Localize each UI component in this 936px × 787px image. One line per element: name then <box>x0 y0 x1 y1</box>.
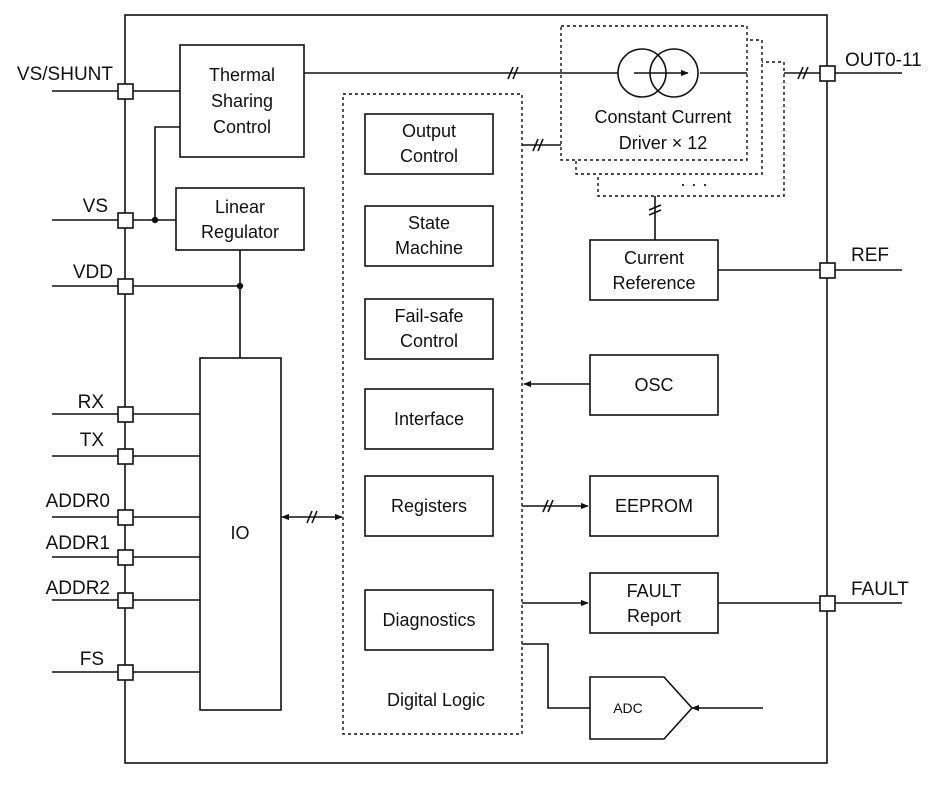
thermal-label-line3: Control <box>213 117 271 137</box>
thermal-label-line1: Thermal <box>209 65 275 85</box>
output-control-block: Output Control <box>364 113 494 175</box>
driver-more-ellipsis: · · · <box>680 174 708 194</box>
pin-label-addr0: ADDR0 <box>46 491 110 512</box>
current-reference-label-line2: Reference <box>612 273 695 293</box>
pad-tx <box>117 448 134 465</box>
fault-report-label-line2: Report <box>627 606 681 626</box>
linear-regulator-label-line2: Regulator <box>201 222 279 242</box>
adc-block: ADC <box>589 676 694 740</box>
fault-report-block: FAULT Report <box>589 572 719 634</box>
registers-label: Registers <box>391 496 467 516</box>
wires <box>52 66 902 712</box>
pin-label-vs-shunt: VS/SHUNT <box>17 64 113 85</box>
pin-label-fault: FAULT <box>851 579 909 600</box>
failsafe-label-line1: Fail-safe <box>394 306 463 326</box>
digital-logic-label: Digital Logic <box>387 690 485 710</box>
pad-ref <box>819 262 836 279</box>
linear-regulator-label-line1: Linear <box>215 197 265 217</box>
pad-vs <box>117 212 134 229</box>
pad-addr2 <box>117 592 134 609</box>
pad-vdd <box>117 278 134 295</box>
pin-label-tx: TX <box>80 430 105 451</box>
pin-label-vdd: VDD <box>73 262 113 283</box>
state-machine-label-line2: Machine <box>395 238 463 258</box>
osc-block: OSC <box>589 354 719 416</box>
junction-dot <box>151 216 159 224</box>
pin-label-ref: REF <box>851 245 889 266</box>
pin-labels: VS/SHUNT VS VDD RX TX ADDR0 ADDR1 ADDR2 … <box>17 50 922 670</box>
pin-label-vs: VS <box>83 196 108 217</box>
output-control-label-line2: Control <box>400 146 458 166</box>
output-control-label-line1: Output <box>402 121 456 141</box>
io-label: IO <box>230 523 249 543</box>
io-block: IO <box>199 357 282 711</box>
current-source-icon <box>617 48 699 98</box>
thermal-sharing-control-block: Thermal Sharing Control <box>179 44 305 158</box>
driver-label-line2: Driver × 12 <box>619 133 708 153</box>
constant-current-driver: Constant Current Driver × 12 · · · <box>560 25 785 197</box>
pad-addr1 <box>117 549 134 566</box>
pad-fault <box>819 595 836 612</box>
failsafe-control-block: Fail-safe Control <box>364 298 494 360</box>
failsafe-label-line2: Control <box>400 331 458 351</box>
current-reference-label-line1: Current <box>624 248 684 268</box>
junction-dot <box>236 282 244 290</box>
driver-label-line1: Constant Current <box>594 107 731 127</box>
pin-label-rx: RX <box>78 392 105 413</box>
pad-fs <box>117 664 134 681</box>
pin-label-addr2: ADDR2 <box>46 578 110 599</box>
fault-report-label-line1: FAULT <box>627 581 682 601</box>
pad-vs-shunt <box>117 83 134 100</box>
pad-rx <box>117 406 134 423</box>
pin-label-fs: FS <box>80 649 104 670</box>
state-machine-label-line1: State <box>408 213 450 233</box>
pin-label-addr1: ADDR1 <box>46 533 110 554</box>
state-machine-block: State Machine <box>364 205 494 267</box>
interface-block: Interface <box>364 388 494 450</box>
diagnostics-block: Diagnostics <box>364 589 494 651</box>
eeprom-label: EEPROM <box>615 496 693 516</box>
pin-label-out: OUT0-11 <box>845 50 922 71</box>
pad-out <box>819 65 836 82</box>
diagnostics-label: Diagnostics <box>382 610 475 630</box>
adc-label: ADC <box>613 700 643 716</box>
current-reference-block: Current Reference <box>589 239 719 301</box>
bus-marks <box>306 66 809 524</box>
eeprom-block: EEPROM <box>589 475 719 537</box>
registers-block: Registers <box>364 475 494 537</box>
linear-regulator-block: Linear Regulator <box>175 187 305 251</box>
pin-pads <box>117 65 836 681</box>
osc-label: OSC <box>634 375 673 395</box>
interface-label: Interface <box>394 409 464 429</box>
chip-outline <box>124 14 828 764</box>
thermal-label-line2: Sharing <box>211 91 273 111</box>
pad-addr0 <box>117 509 134 526</box>
